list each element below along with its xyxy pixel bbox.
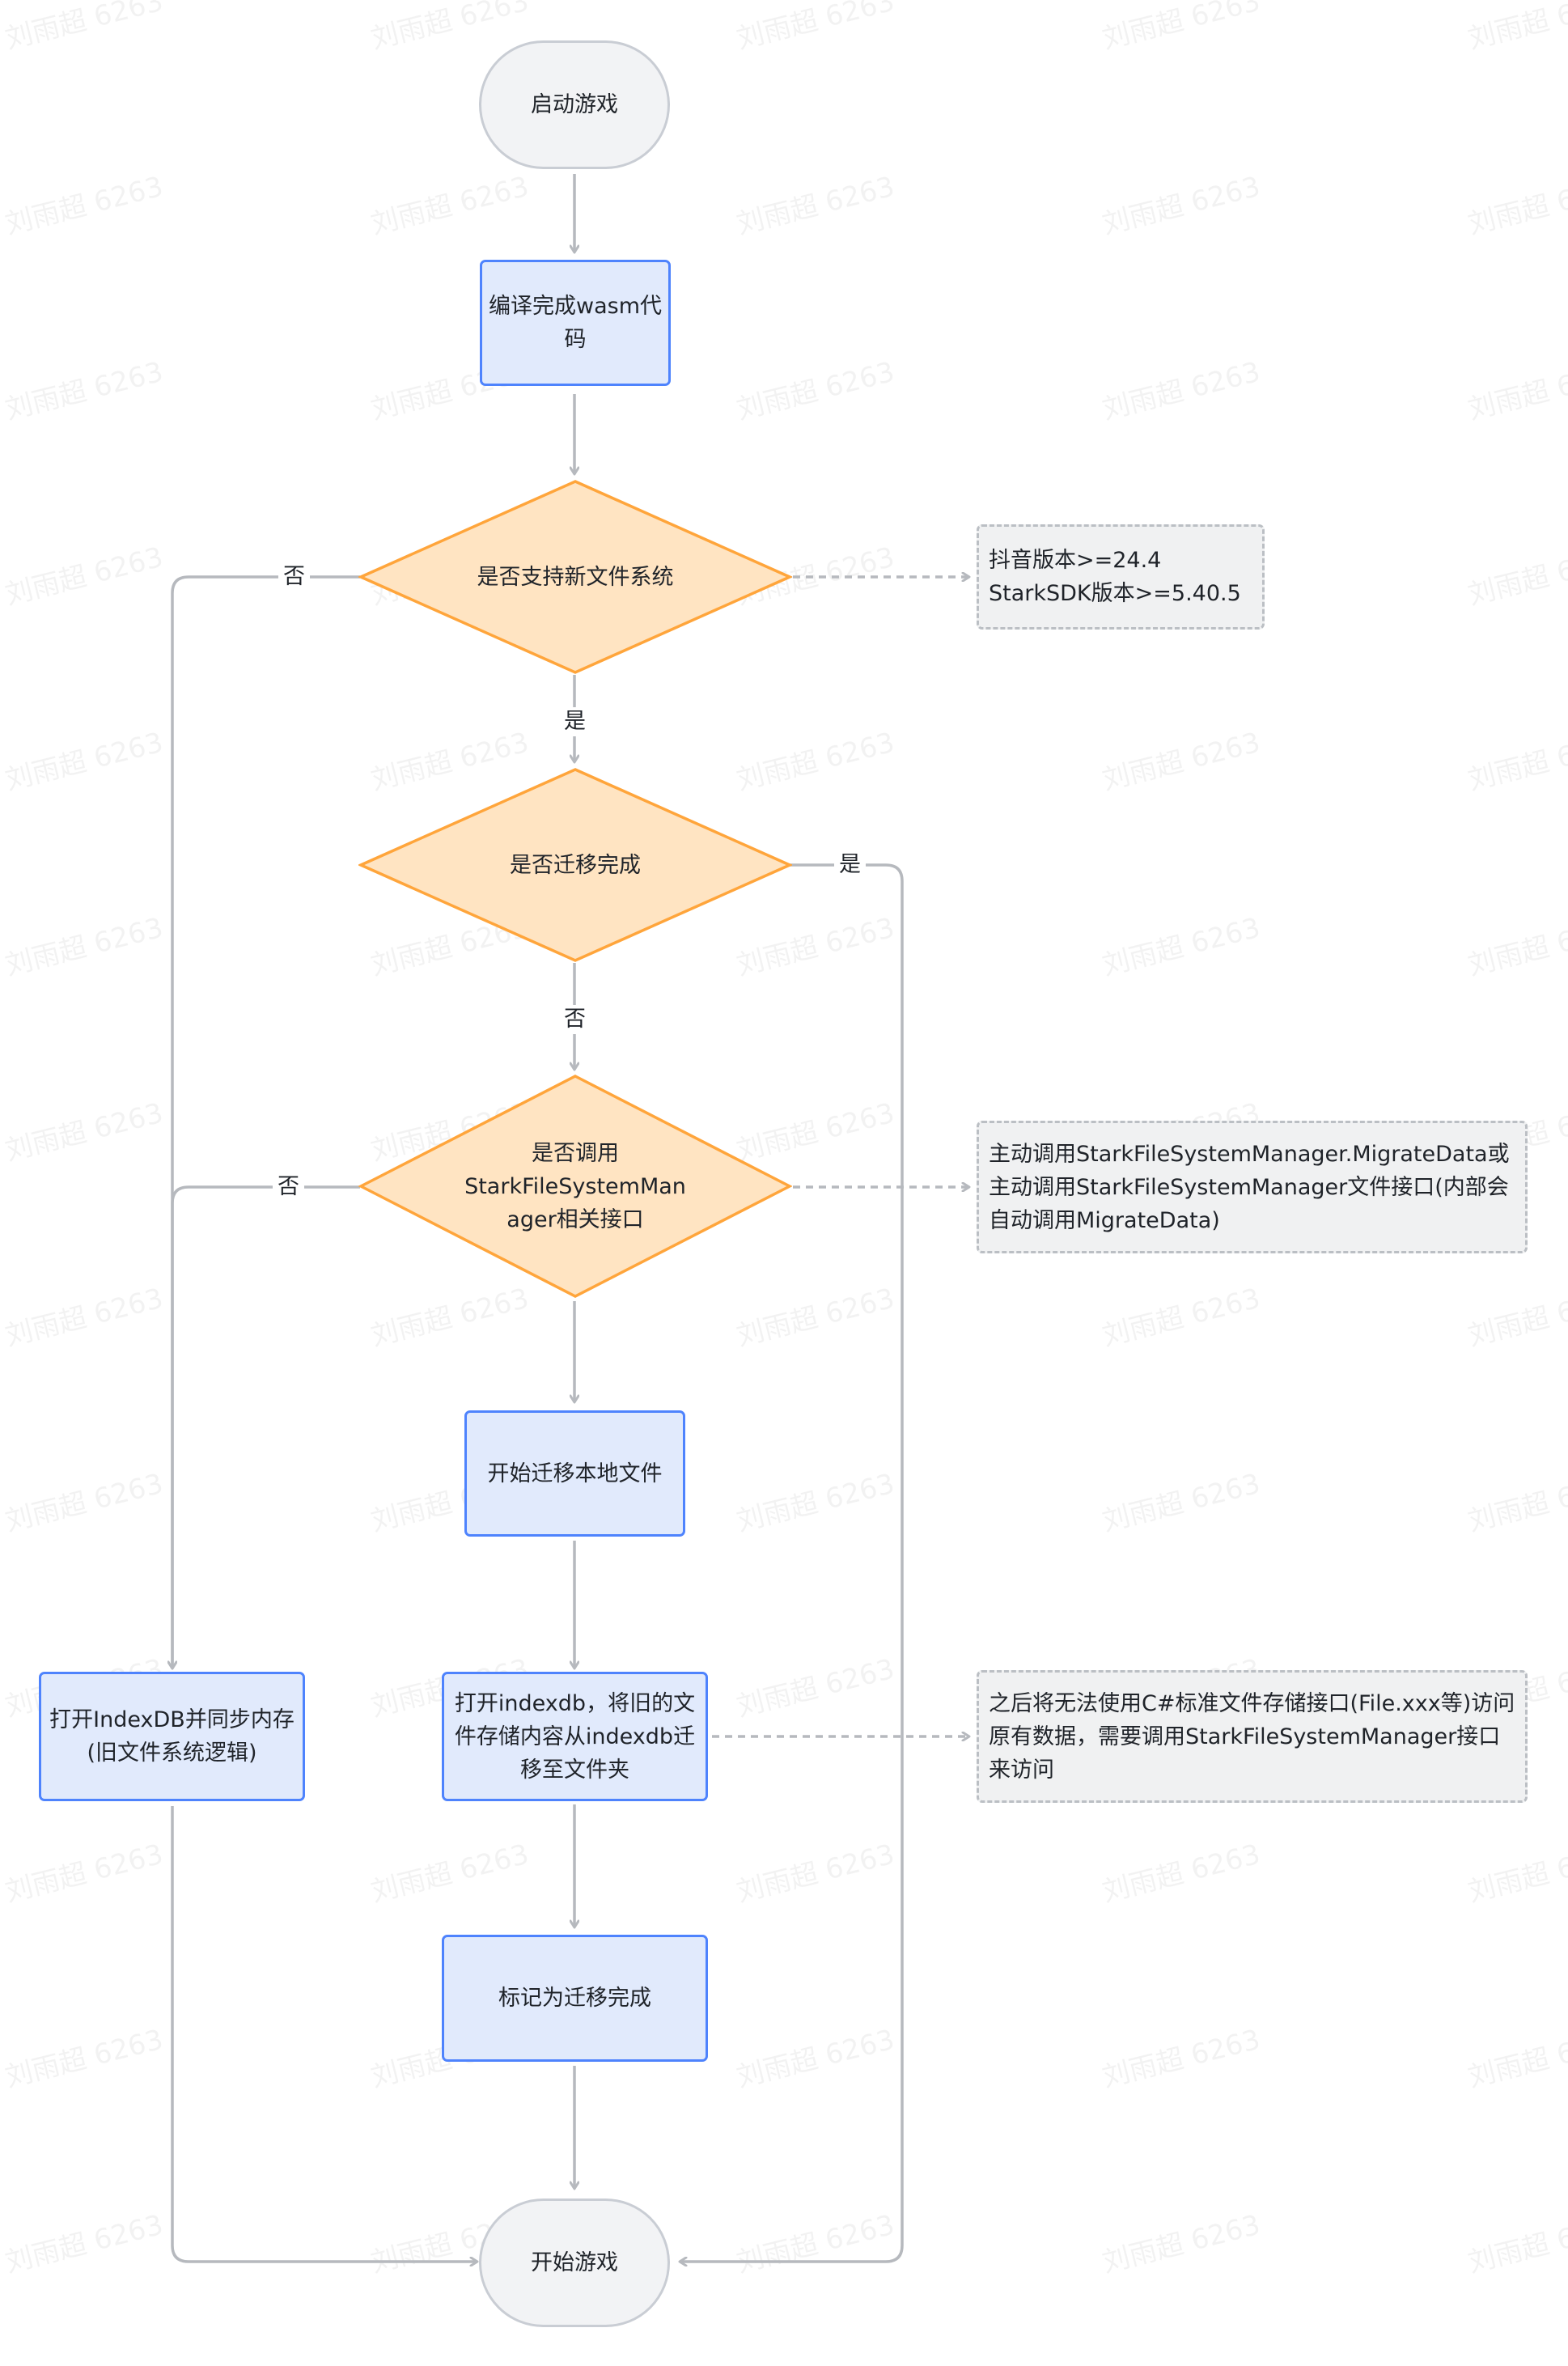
open-indexdb-label: 打开indexdb，将旧的文 件存储内容从indexdb迁 移至文件夹	[454, 1690, 696, 1783]
edge-label-api-no: 否	[273, 1172, 304, 1202]
old-fs-node: 打开IndexDB并同步内存 (旧文件系统逻辑)	[39, 1672, 305, 1801]
after-note-text: 之后将无法使用C#标准文件存储接口(File.xxx等)访问 原有数据，需要调用…	[989, 1690, 1515, 1783]
support-new-fs-decision: 是否支持新文件系统	[358, 479, 792, 675]
edge-oldfs-end	[171, 1806, 477, 2262]
called-api-label: 是否调用 StarkFileSystemMan ager相关接口	[464, 1140, 686, 1232]
end-node: 开始游戏	[479, 2199, 670, 2327]
begin-migrate-node: 开始迁移本地文件	[464, 1410, 685, 1537]
edge-decision1-no	[172, 575, 360, 1668]
edge-decision3-no	[172, 1185, 360, 1668]
compile-node: 编译完成wasm代 码	[480, 260, 671, 386]
edge-label-support-no: 否	[278, 562, 310, 592]
start-label: 启动游戏	[531, 92, 618, 117]
migration-done-decision: 是否迁移完成	[358, 767, 792, 963]
diamond-shape	[358, 768, 792, 962]
old-fs-label: 打开IndexDB并同步内存 (旧文件系统逻辑)	[49, 1707, 295, 1766]
compile-label: 编译完成wasm代 码	[489, 294, 662, 352]
migration-done-label: 是否迁移完成	[510, 852, 641, 878]
open-indexdb-node: 打开indexdb，将旧的文 件存储内容从indexdb迁 移至文件夹	[442, 1672, 708, 1801]
mark-done-label: 标记为迁移完成	[498, 1986, 651, 2011]
edge-label-support-yes: 是	[559, 707, 591, 736]
edge-label-done-no: 否	[559, 1005, 591, 1034]
edge-decision2-yes	[680, 863, 904, 2262]
start-node: 启动游戏	[479, 40, 670, 169]
called-api-decision: 是否调用 StarkFileSystemMan ager相关接口	[358, 1074, 792, 1299]
trigger-note: 主动调用StarkFileSystemManager.MigrateData或 …	[977, 1121, 1528, 1253]
begin-migrate-label: 开始迁移本地文件	[487, 1461, 663, 1486]
diamond-shape	[358, 1075, 792, 1298]
trigger-note-text: 主动调用StarkFileSystemManager.MigrateData或 …	[989, 1141, 1510, 1233]
version-note-text: 抖音版本>=24.4 StarkSDK版本>=5.40.5	[989, 548, 1241, 606]
support-new-fs-label: 是否支持新文件系统	[477, 564, 674, 590]
version-note: 抖音版本>=24.4 StarkSDK版本>=5.40.5	[977, 524, 1265, 630]
edge-label-done-yes: 是	[834, 850, 866, 880]
after-note: 之后将无法使用C#标准文件存储接口(File.xxx等)访问 原有数据，需要调用…	[977, 1670, 1528, 1803]
mark-done-node: 标记为迁移完成	[442, 1935, 708, 2062]
diamond-shape	[358, 480, 792, 674]
end-label: 开始游戏	[531, 2250, 618, 2275]
